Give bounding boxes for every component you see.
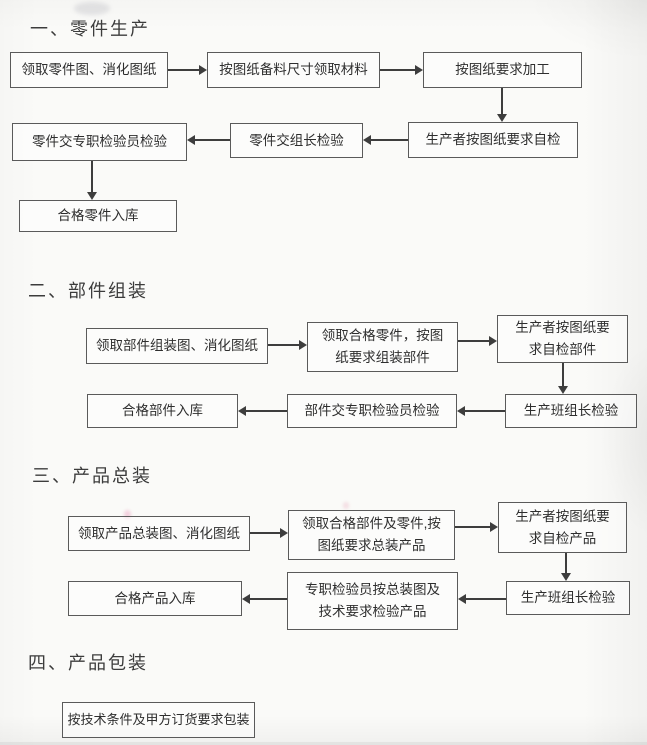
box-components-inspector-inspection: 部件交专职检验员检验 — [287, 394, 457, 428]
box-shift-leader-inspection: 生产班组长检验 — [505, 394, 637, 428]
pink-smudge-artifact — [343, 502, 349, 509]
section-heading-component-assembly: 二、部件组装 — [28, 281, 148, 301]
arrow-left-icon — [187, 135, 230, 144]
arrow-left-icon — [458, 594, 506, 603]
section-heading-product-final-assembly: 三、产品总装 — [32, 466, 152, 486]
box-receive-final-assembly-drawings: 领取产品总装图、消化图纸 — [68, 516, 250, 551]
box-receive-assembly-drawings: 领取部件组装图、消化图纸 — [86, 328, 268, 364]
scan-bottom-edge — [0, 742, 647, 745]
arrow-left-icon — [242, 594, 287, 603]
box-receive-part-drawings: 领取零件图、消化图纸 — [10, 52, 168, 88]
box-inspector-inspection: 零件交专职检验员检验 — [12, 123, 187, 161]
box-qualified-parts-warehouse: 合格零件入库 — [19, 200, 177, 232]
arrow-right-icon — [455, 522, 498, 531]
arrow-left-icon — [457, 406, 505, 415]
box-inspector-check-product: 专职检验员按总装图及技术要求检验产品 — [287, 572, 458, 630]
box-qualified-components-warehouse: 合格部件入库 — [87, 394, 238, 428]
box-producer-self-inspection: 生产者按图纸要求自检 — [408, 122, 578, 158]
arrow-right-icon — [168, 65, 207, 74]
arrow-down-icon — [561, 553, 570, 581]
box-draw-materials-per-drawing: 按图纸备料尺寸领取材料 — [207, 52, 380, 88]
page-curl-shadow — [595, 330, 647, 550]
box-package-per-requirements: 按技术条件及甲方订货要求包装 — [62, 702, 255, 738]
arrow-right-icon — [458, 336, 497, 345]
box-machine-per-drawing: 按图纸要求加工 — [423, 52, 582, 88]
box-producer-self-inspect-product: 生产者按图纸要求自检产品 — [498, 502, 627, 553]
section-heading-parts-production: 一、零件生产 — [30, 19, 150, 39]
arrow-down-icon — [497, 88, 506, 122]
box-qualified-product-warehouse: 合格产品入库 — [68, 581, 242, 616]
box-producer-self-inspect-components: 生产者按图纸要求自检部件 — [497, 315, 628, 363]
arrow-left-icon — [363, 135, 408, 144]
pink-smudge-artifact — [124, 510, 131, 519]
arrow-down-icon — [87, 161, 96, 200]
arrow-right-icon — [250, 528, 288, 537]
box-group-leader-inspection: 零件交组长检验 — [230, 123, 363, 158]
pencil-smudge-artifact — [74, 2, 110, 15]
scan-corner-shade — [527, 0, 647, 60]
arrow-right-icon — [380, 65, 423, 74]
section-heading-product-packaging: 四、产品包装 — [28, 653, 148, 673]
arrow-down-icon — [558, 363, 567, 394]
box-assemble-components: 领取合格零件，按图纸要求组装部件 — [307, 322, 458, 372]
box-final-assemble-product: 领取合格部件及零件,按图纸要求总装产品 — [288, 510, 455, 560]
arrow-left-icon — [238, 406, 287, 415]
arrow-right-icon — [268, 340, 307, 349]
box-shift-leader-inspection-product: 生产班组长检验 — [506, 581, 630, 615]
